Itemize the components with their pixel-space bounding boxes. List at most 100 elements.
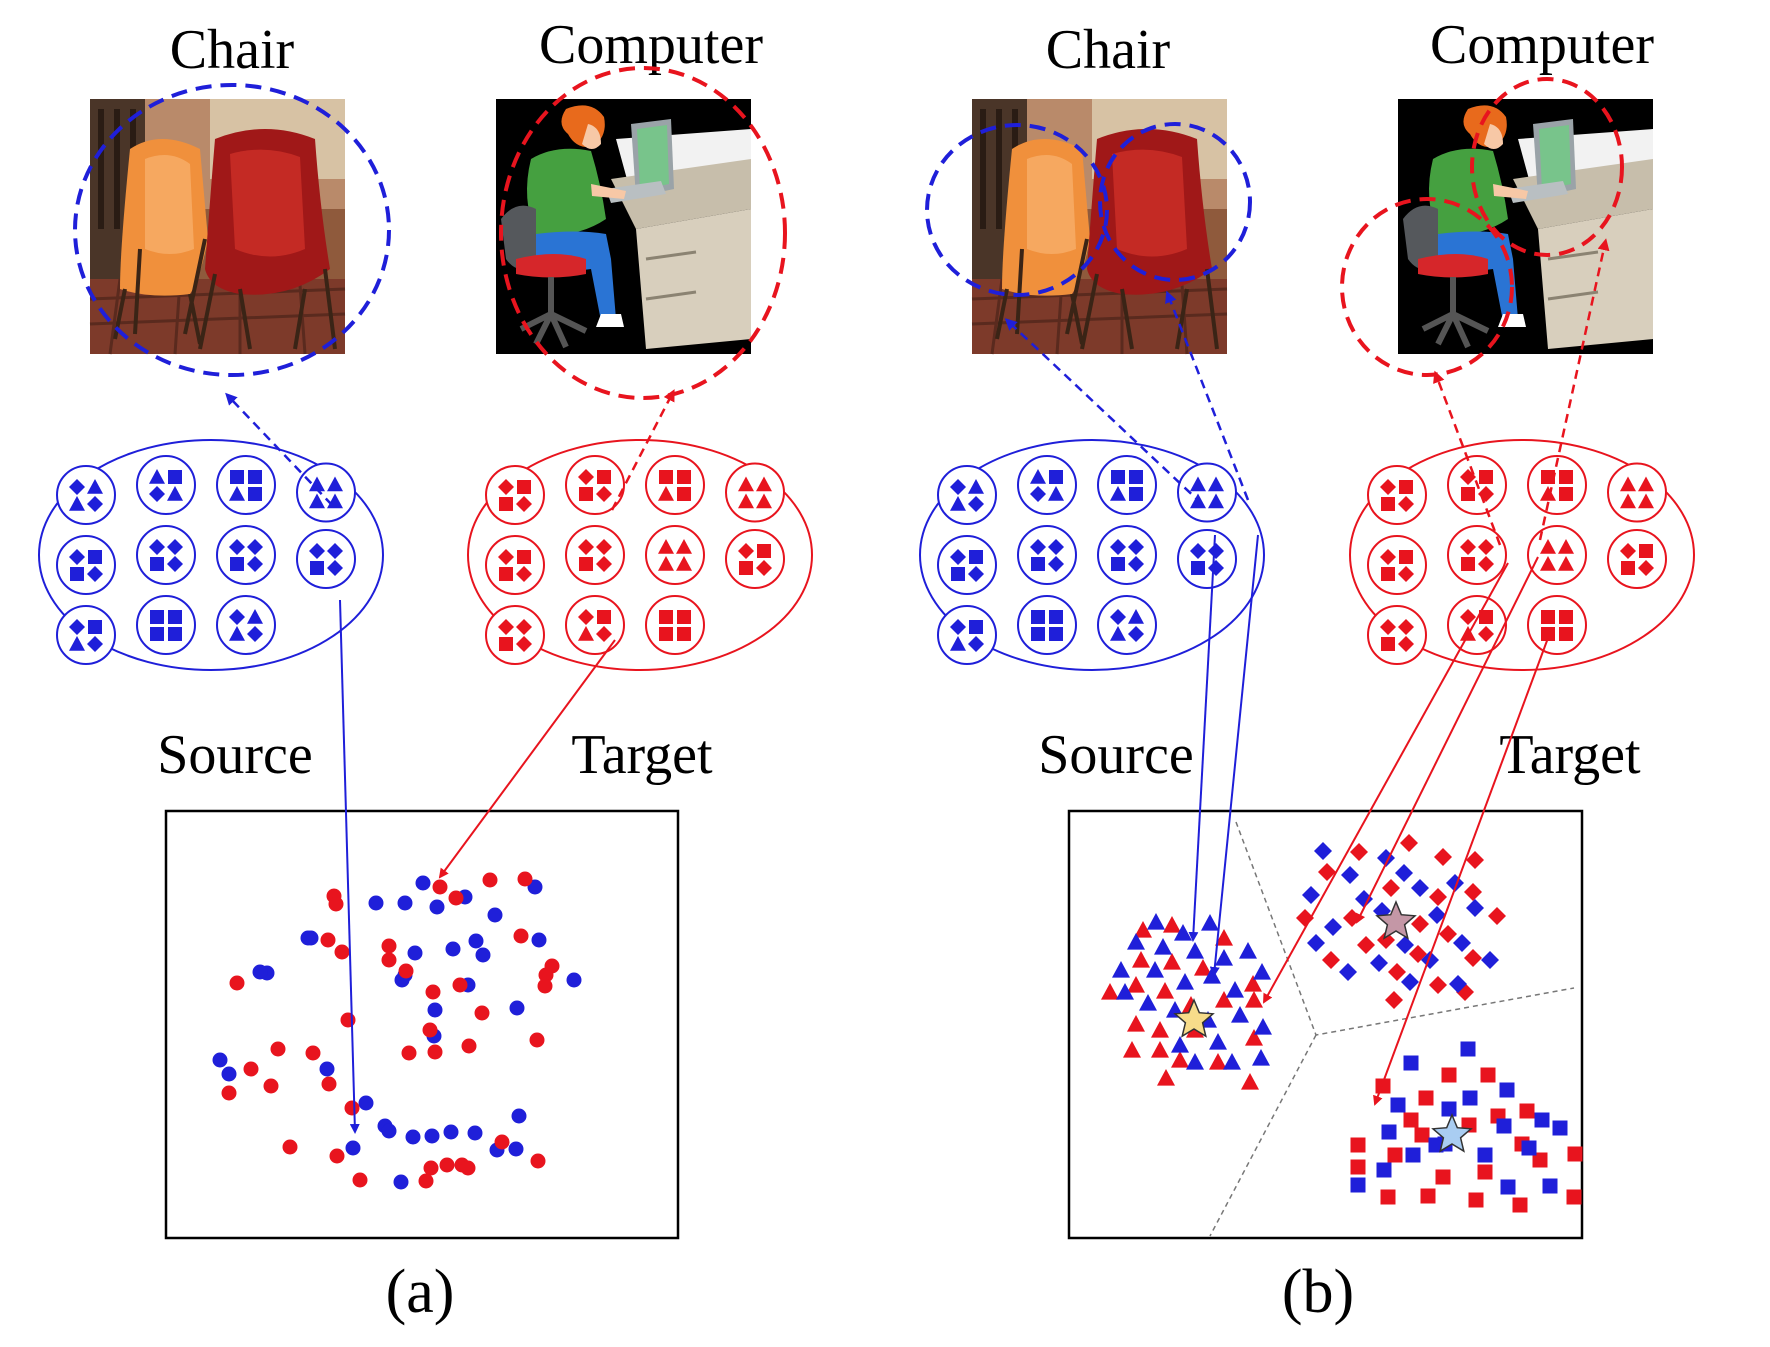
sample-glyph [229,609,263,642]
triangle-marker [968,479,984,494]
chair-part-highlight [925,123,1109,297]
target-diamond [1439,925,1457,943]
source-diamond [1339,963,1357,981]
source-to-chair-arrow [225,392,333,506]
diamond-marker [1380,549,1396,565]
target-point [270,1041,286,1057]
triangle-marker [69,496,85,511]
chair-image [970,97,1229,356]
square-marker [677,470,691,484]
triangle-marker [1128,609,1144,624]
sample-glyph [149,469,183,502]
source-triangle [1112,961,1130,978]
diamond-marker [69,479,85,495]
source-triangle [1174,924,1192,941]
chair-image [88,97,347,356]
source-square [1390,1097,1406,1113]
computer-highlight [499,66,787,400]
square-marker [88,550,102,564]
diamond-marker [149,486,165,502]
sample-glyph [1540,470,1573,501]
target-square [1435,1169,1451,1185]
source-triangle [1139,994,1157,1011]
sample-glyph [1460,539,1494,572]
target-embed-arrow [1263,562,1509,1004]
square-marker [1031,557,1045,571]
sample-circle [1177,462,1237,523]
sample-circle [1607,529,1667,589]
sample-circle [136,525,196,585]
source-triangle [1176,973,1194,990]
sample-circle [565,595,625,655]
sample-glyph [229,539,263,572]
square-marker [150,610,164,624]
sample-circle [1097,455,1157,515]
square-marker [951,567,965,581]
panel-b-caption: (b) [1282,1258,1354,1326]
sample-circle [1097,595,1157,655]
source-point [467,1125,483,1141]
target-point [538,967,554,983]
sample-glyph [1541,610,1573,641]
diamond-marker [968,636,984,652]
diamond-marker [1478,626,1494,642]
square-marker [1621,561,1635,575]
sample-circle [937,605,997,665]
source-triangle [1215,949,1233,966]
diamond-marker [950,479,966,495]
source-square [1496,1118,1512,1134]
source-square [1500,1179,1516,1195]
source-point [424,1128,440,1144]
triangle-marker [309,476,325,492]
source-square [1534,1112,1550,1128]
source-diamond [1396,936,1414,954]
triangle-marker [1558,539,1574,554]
target-point [452,977,468,993]
target-triangle [1151,1041,1169,1058]
square-marker [1399,550,1413,564]
target-square [1477,1164,1493,1180]
target-square [1519,1103,1535,1119]
target-point [460,1160,476,1176]
target-point [381,938,397,954]
sample-circle [1607,462,1667,523]
computer-image [1398,99,1653,354]
target-point [243,1061,259,1077]
source-point [508,1141,524,1157]
target-point [401,1045,417,1061]
sample-circle [1017,525,1077,585]
triangle-marker [1638,493,1654,509]
target-point [513,928,529,944]
square-marker [1479,610,1493,624]
diamond-prototype-star [1375,900,1417,940]
triangle-marker [1048,486,1064,501]
square-marker [579,487,593,501]
target-point [282,1139,298,1155]
sample-circle [1447,525,1507,585]
diamond-marker [950,619,966,635]
diamond-marker [1208,543,1224,559]
target-to-computer-arrow [610,389,675,511]
source-point [397,895,413,911]
source-square [1460,1041,1476,1057]
source-point [566,972,582,988]
source-domain [919,439,1265,671]
source-point [427,1002,443,1018]
source-triangle [1154,938,1172,955]
square-marker [248,470,262,484]
square-marker [1111,470,1125,484]
square-marker [1461,487,1475,501]
target-point [517,871,533,887]
sample-glyph [578,469,612,502]
sample-circle [56,465,116,525]
source-point [527,879,543,895]
triangle-marker [1620,493,1636,509]
source-triangle [1226,981,1244,998]
chair-highlight [73,83,391,377]
target-square [1350,1159,1366,1175]
diamond-marker [1030,539,1046,555]
source-diamond [1481,951,1499,969]
source-domain [38,439,384,671]
diamond-marker [247,556,263,572]
